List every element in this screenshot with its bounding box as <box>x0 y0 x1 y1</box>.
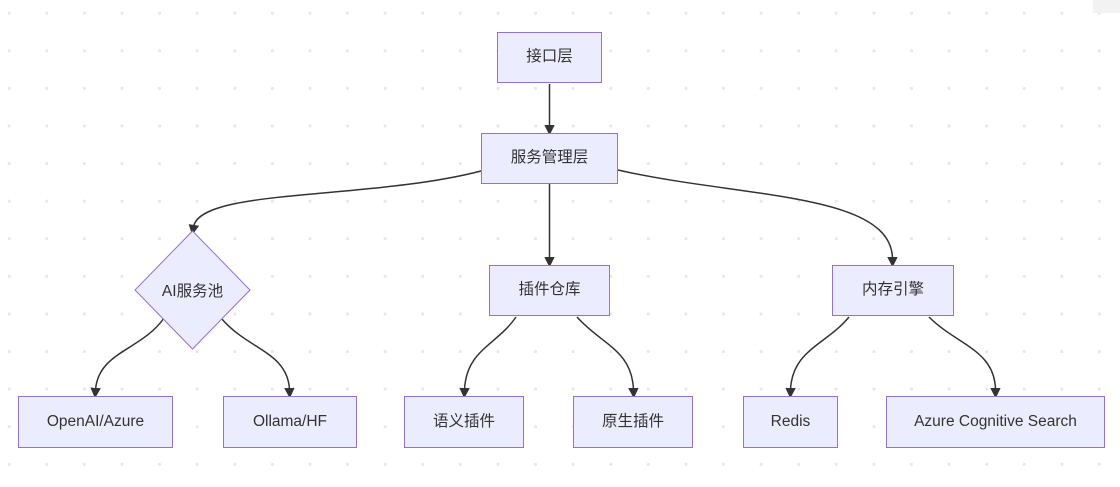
node-openai-azure: OpenAI/Azure <box>18 396 173 448</box>
node-ollama-hf-label: Ollama/HF <box>252 412 328 430</box>
edge-memory-engine-to-redis <box>785 316 850 399</box>
node-plugin-repository: 插件仓库 <box>489 265 610 316</box>
node-semantic-plugin: 语义插件 <box>404 396 524 448</box>
node-interface-layer-label: 接口层 <box>526 48 573 66</box>
node-memory-engine: 内存引擎 <box>832 265 954 316</box>
edge-plugin-repo-to-semantic-plugin <box>459 316 517 399</box>
node-semantic-plugin-label: 语义插件 <box>432 412 495 430</box>
node-native-plugin-label: 原生插件 <box>601 412 664 430</box>
node-azure-cognitive-search: Azure Cognitive Search <box>886 396 1105 448</box>
node-service-management-layer-label: 服务管理层 <box>510 149 589 167</box>
edge-service-mgmt-to-memory-engine <box>617 169 898 268</box>
node-service-management-layer: 服务管理层 <box>481 133 618 184</box>
edge-plugin-repo-to-native-plugin <box>576 316 639 399</box>
node-azure-cognitive-search-label: Azure Cognitive Search <box>914 412 1077 430</box>
viewport-corner <box>1093 0 1120 13</box>
node-redis-label: Redis <box>770 412 811 430</box>
edge-service-mgmt-to-ai-pool <box>188 170 482 236</box>
node-memory-engine-label: 内存引擎 <box>861 281 924 299</box>
node-redis: Redis <box>743 396 838 448</box>
node-openai-azure-label: OpenAI/Azure <box>46 412 145 430</box>
node-ai-service-pool: AI服务池 <box>134 230 251 350</box>
edge-memory-engine-to-azure-search <box>928 316 1001 399</box>
node-interface-layer: 接口层 <box>497 32 602 83</box>
node-native-plugin: 原生插件 <box>573 396 693 448</box>
node-ollama-hf: Ollama/HF <box>223 396 357 448</box>
node-plugin-repository-label: 插件仓库 <box>518 281 581 299</box>
node-ai-service-pool-label: AI服务池 <box>161 283 224 300</box>
